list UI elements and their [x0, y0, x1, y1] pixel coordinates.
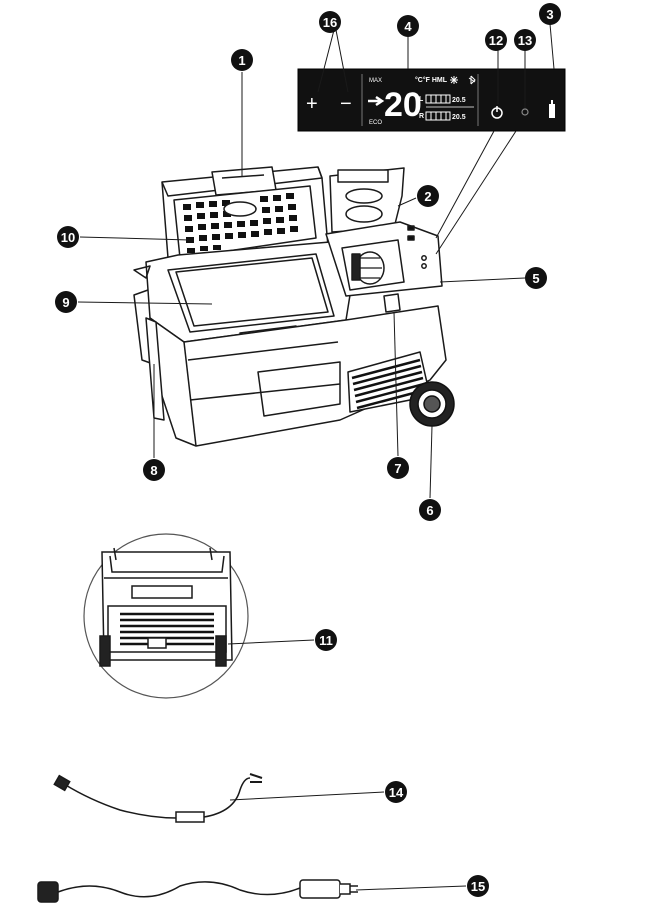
- fridge-body: [149, 305, 447, 447]
- callout-7: 7: [387, 457, 409, 479]
- svg-text:2: 2: [424, 189, 431, 204]
- left-zone-label: L: [419, 96, 424, 103]
- svg-text:4: 4: [404, 19, 412, 34]
- left-voltage: 20.5: [452, 97, 466, 104]
- wheel: [409, 381, 455, 427]
- svg-text:8: 8: [150, 463, 157, 478]
- unit-modes: °C°F HML: [415, 76, 448, 84]
- right-voltage: 20.5: [452, 114, 466, 121]
- usb-port-icon[interactable]: [549, 100, 555, 118]
- svg-text:10: 10: [61, 230, 75, 245]
- svg-text:1: 1: [238, 53, 245, 68]
- right-zone-label: R: [419, 113, 424, 120]
- callout-12: 12: [485, 29, 507, 51]
- rear-vent-grille: [120, 612, 214, 646]
- rear-view: [83, 533, 249, 699]
- callout-badges: 1 2 3 4 5 6 7 8 9 10 11 12 13 14 15 16: [55, 3, 561, 897]
- leader-lines: [77, 23, 555, 891]
- inner-compartment: [167, 253, 335, 333]
- power-button-icon[interactable]: [491, 106, 503, 119]
- callout-8: 8: [143, 459, 165, 481]
- callout-3: 3: [539, 3, 561, 25]
- ac-cable: [53, 773, 263, 823]
- callout-10: 10: [57, 226, 79, 248]
- bluetooth-icon: [468, 75, 476, 85]
- svg-text:9: 9: [62, 295, 69, 310]
- svg-text:11: 11: [319, 633, 333, 648]
- minus-symbol[interactable]: −: [340, 93, 352, 115]
- callout-15: 15: [467, 875, 489, 897]
- max-label: MAX: [369, 78, 382, 84]
- left-battery-bars: [425, 94, 451, 104]
- plus-symbol[interactable]: +: [306, 93, 318, 115]
- svg-text:12: 12: [489, 33, 503, 48]
- right-battery-bars: [425, 111, 451, 121]
- indicator-light-icon: [521, 108, 529, 116]
- fridge-unit: [133, 166, 455, 447]
- callout-9: 9: [55, 291, 77, 313]
- svg-text:6: 6: [426, 503, 433, 518]
- callout-14: 14: [385, 781, 407, 803]
- control-panel: + − MAX ECO °C°F HML 20 L R 20.5 20.5: [297, 68, 566, 132]
- dc-cable: [37, 879, 358, 903]
- svg-text:5: 5: [532, 271, 539, 286]
- callout-2: 2: [417, 185, 439, 207]
- callout-16: 16: [319, 11, 341, 33]
- svg-text:13: 13: [518, 33, 532, 48]
- arrow-icon: [368, 95, 385, 107]
- temperature-display: 20: [384, 86, 422, 124]
- snowflake-icon: [450, 76, 458, 84]
- callout-11: 11: [315, 629, 337, 651]
- svg-text:14: 14: [389, 785, 404, 800]
- svg-text:15: 15: [471, 879, 485, 894]
- callout-13: 13: [514, 29, 536, 51]
- callout-1: 1: [231, 49, 253, 71]
- eco-label: ECO: [369, 120, 382, 126]
- svg-text:3: 3: [546, 7, 553, 22]
- callout-5: 5: [525, 267, 547, 289]
- svg-text:7: 7: [394, 461, 401, 476]
- callout-6: 6: [419, 499, 441, 521]
- svg-text:16: 16: [323, 15, 337, 30]
- side-vent-grille: [351, 358, 426, 410]
- callout-4: 4: [397, 15, 419, 37]
